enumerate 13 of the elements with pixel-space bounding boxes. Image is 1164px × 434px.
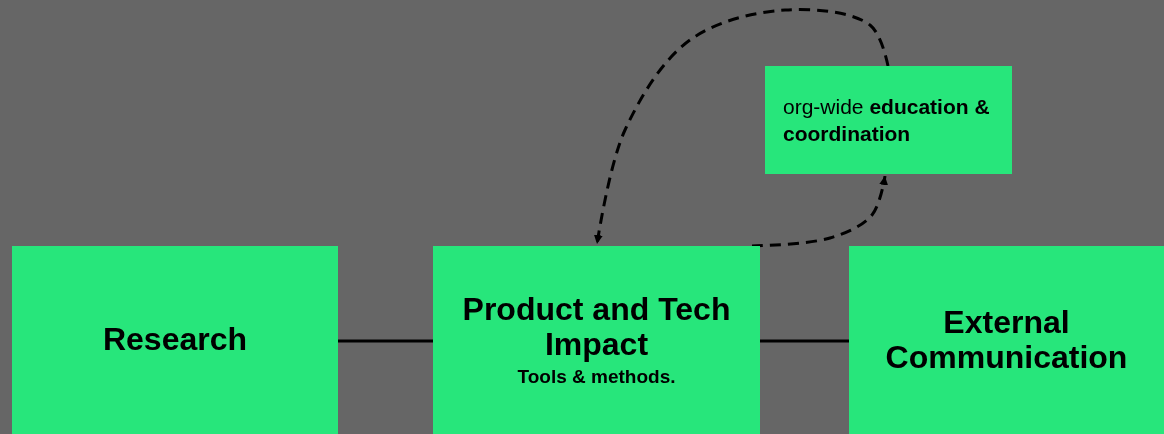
dashed-arrow [593,8,890,245]
note-box [765,66,1012,174]
box-title: Research [102,322,248,358]
connector-line [760,339,849,343]
process-box [433,246,760,434]
process-box [849,246,1164,434]
connector-line [338,339,433,343]
note-text: org-wide education & coordination [783,93,991,147]
box-subtitle: Tools & methods. [517,366,676,389]
box-title: External Communication [884,304,1129,376]
process-box [12,246,338,434]
box-title: Product and Tech Impact [461,291,732,363]
dashed-arrow [751,175,888,248]
